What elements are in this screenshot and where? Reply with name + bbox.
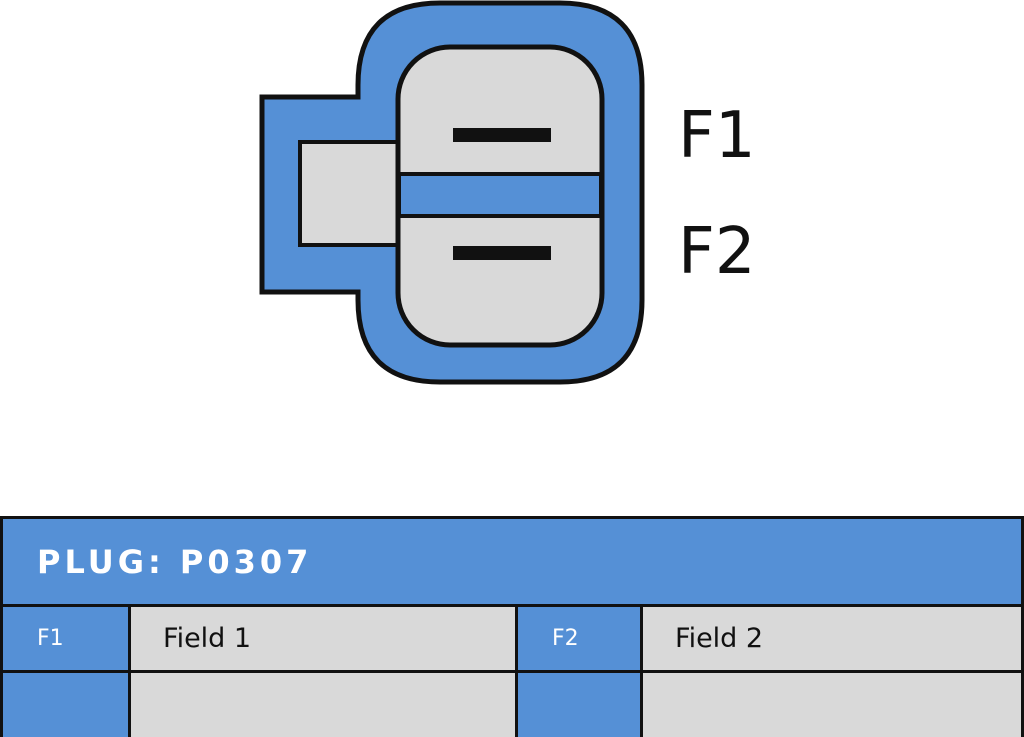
plug-header: PLUG: P0307 [3,519,1021,607]
terminal-f1 [453,128,551,142]
pin-label-f1: F1 [678,99,756,173]
cavity-divider [397,172,603,218]
pin-cell [3,673,131,737]
pin-cell [515,673,643,737]
connector-diagram [259,0,645,385]
table-row [3,673,1021,737]
terminal-f2 [453,246,551,260]
description-cell [131,673,515,737]
plug-table: PLUG: P0307 F1 Field 1 F2 Field 2 [0,516,1024,737]
pin-label-f2: F2 [678,215,756,289]
table-row: F1 Field 1 F2 Field 2 [3,607,1021,673]
pin-cell: F2 [515,607,643,670]
plug-title: PLUG: P0307 [37,542,313,581]
connector-latch-tab [298,140,402,247]
description-cell: Field 2 [643,607,1021,670]
description-cell: Field 1 [131,607,515,670]
description-cell [643,673,1021,737]
pin-cell: F1 [3,607,131,670]
